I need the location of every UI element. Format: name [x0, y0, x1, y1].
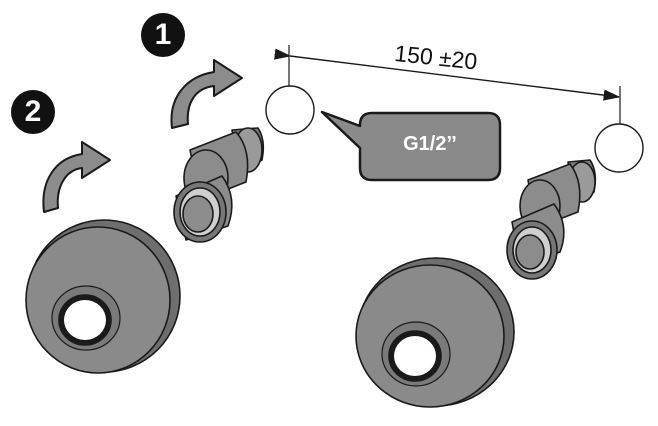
hole-marker-left — [265, 85, 315, 135]
eccentric-fitting-right — [506, 159, 597, 280]
rotation-arrow-icon — [170, 59, 243, 129]
hole-marker-right — [594, 123, 644, 173]
step-2-badge: 2 — [11, 90, 55, 134]
thread-callout — [320, 110, 502, 182]
cover-rosette-left — [25, 219, 181, 374]
eccentric-fitting-left — [173, 127, 265, 243]
thread-size-label: G1/2’’ — [403, 133, 457, 155]
dimension-line — [274, 48, 621, 101]
cover-rosette-right — [355, 257, 515, 408]
step-1-badge: 1 — [141, 13, 185, 57]
rotation-arrow-icon — [42, 141, 111, 213]
